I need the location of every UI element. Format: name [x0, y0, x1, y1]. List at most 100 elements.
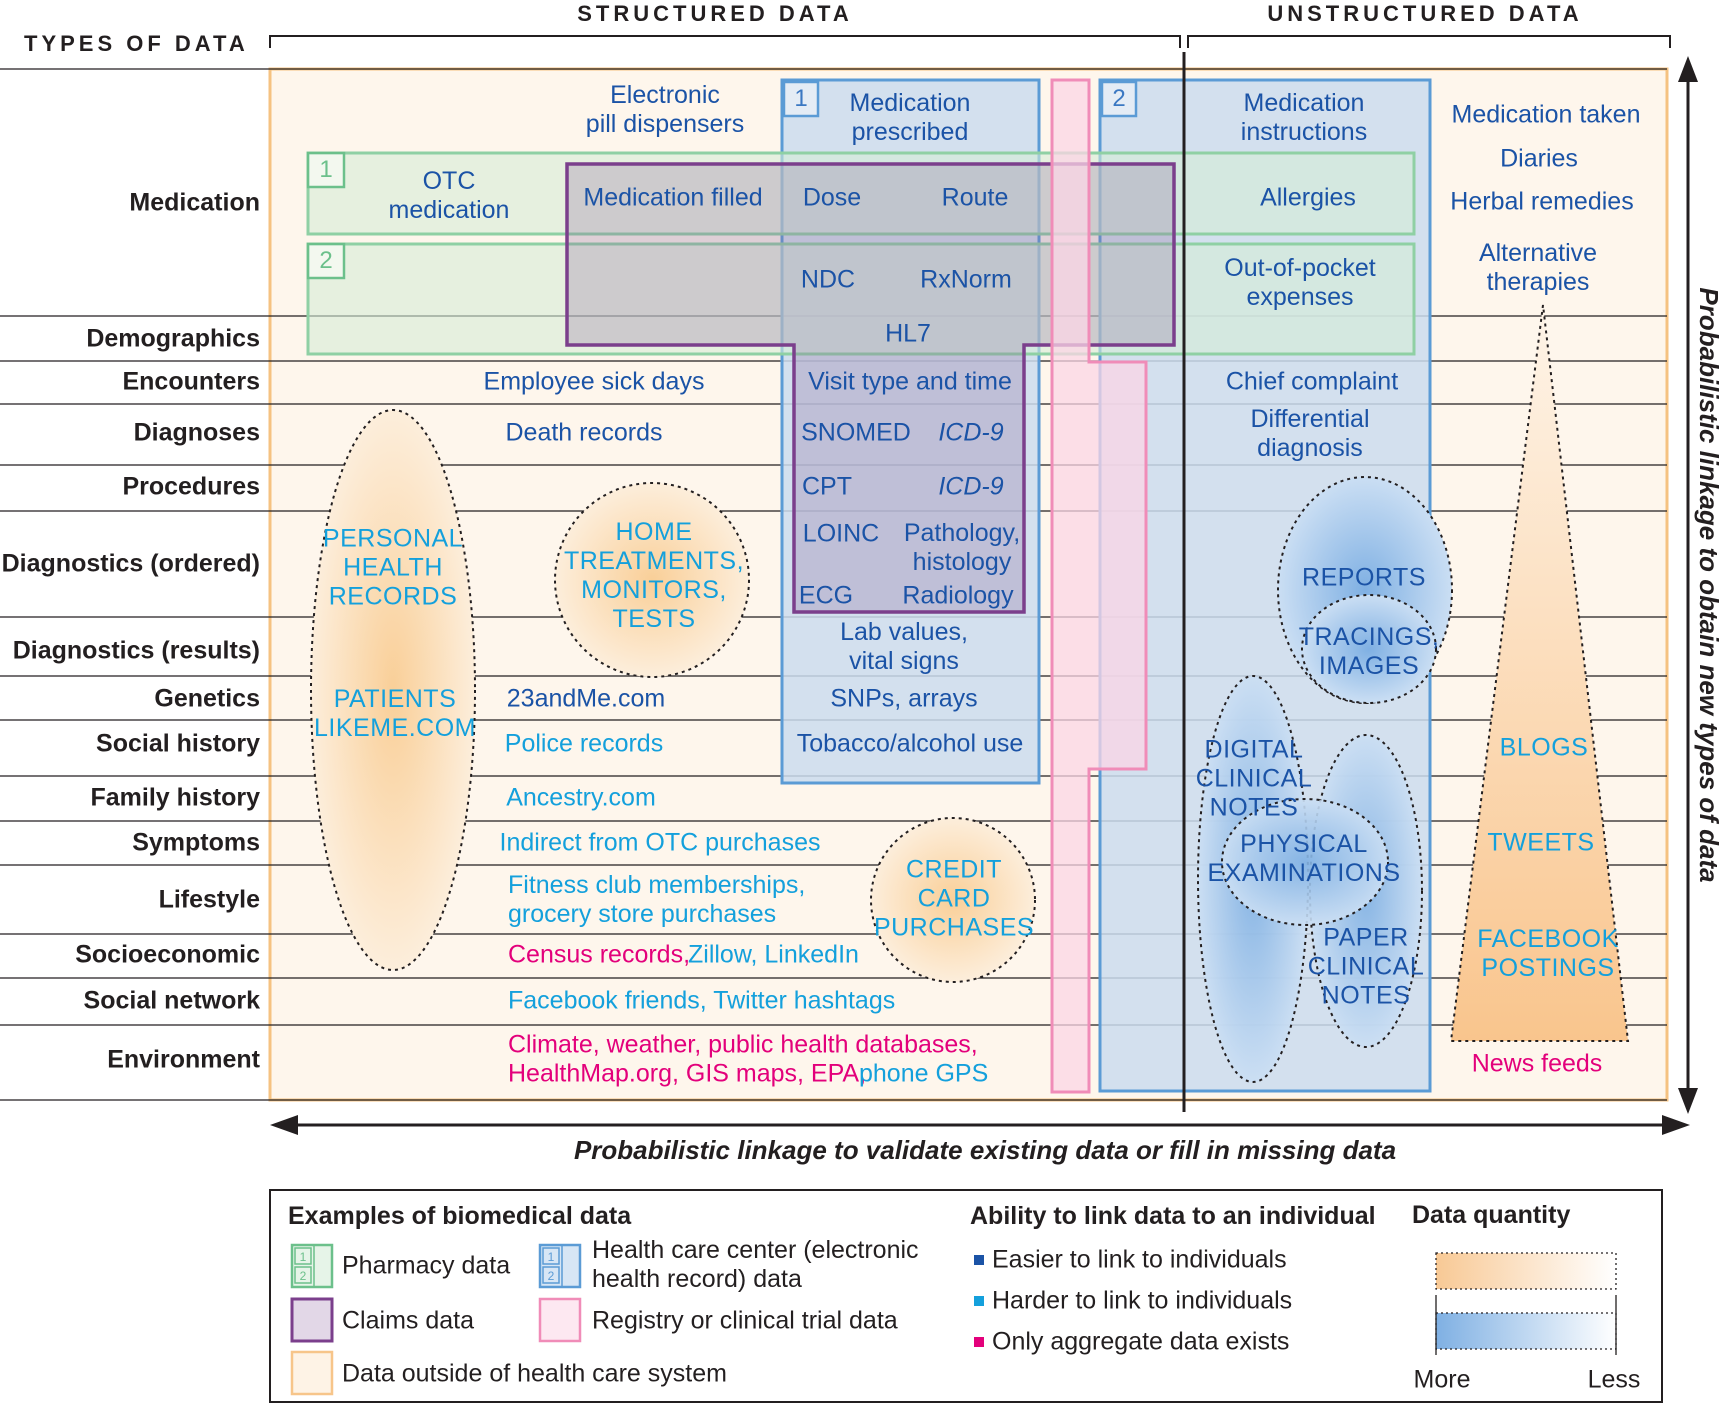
legend-harder-label: Harder to link to individuals — [992, 1286, 1293, 1315]
cell-snomed: SNOMED — [801, 418, 911, 447]
ehr-tag-1 — [782, 80, 820, 118]
cell-home-treatments: HOME TREATMENTS, MONITORS, TESTS — [563, 518, 745, 633]
cell-paper-notes: PAPER CLINICAL NOTES — [1307, 923, 1425, 1010]
types-of-data-header: TYPES OF DATA — [24, 31, 249, 56]
credit-card-circle — [870, 817, 1036, 983]
cell-medication-taken: Medication taken — [1451, 100, 1641, 129]
cell-indirect-otc: Indirect from OTC purchases — [499, 828, 821, 857]
cell-employee-sick-days: Employee sick days — [483, 367, 705, 396]
svg-text:1: 1 — [548, 1250, 555, 1264]
row-label-diagnostics-results: Diagnostics (results) — [12, 636, 260, 665]
social-media-triangle — [1449, 304, 1630, 1042]
cell-death-records: Death records — [505, 418, 663, 447]
cell-radiology: Radiology — [902, 581, 1014, 610]
cell-physical-exams: PHYSICAL EXAMINATIONS — [1207, 830, 1401, 887]
cell-ecg: ECG — [798, 581, 854, 610]
horizontal-axis-arrow — [270, 1115, 1690, 1135]
legend-less-label: Less — [1587, 1365, 1641, 1394]
pharmacy-tag-2 — [306, 242, 346, 280]
cell-snps: SNPs, arrays — [830, 684, 978, 713]
ehr-box-1-number: 1 — [794, 85, 808, 113]
cell-facebook-postings: FACEBOOK POSTINGS — [1477, 925, 1619, 982]
cell-facebook-friends: Facebook friends, Twitter hashtags — [508, 986, 896, 1015]
row-label-socioeconomic: Socioeconomic — [75, 940, 260, 969]
legend-outside-label: Data outside of health care system — [342, 1359, 727, 1388]
pharmacy-box-2-number: 2 — [319, 247, 333, 275]
row-label-social-network: Social network — [83, 986, 260, 1015]
row-label-lifestyle: Lifestyle — [158, 885, 260, 914]
pharmacy-tag-1 — [306, 151, 346, 189]
row-label-diagnostics-ordered: Diagnostics (ordered) — [1, 549, 260, 578]
legend-easier-marker — [974, 1255, 984, 1265]
pharmacy-box-2 — [306, 242, 1416, 356]
cell-rxnorm: RxNorm — [920, 265, 1012, 294]
cell-hl7: HL7 — [885, 319, 931, 348]
cell-personal-health-records: PERSONAL HEALTH RECORDS — [322, 524, 464, 611]
cell-census: Census records, — [508, 940, 691, 969]
header-brackets — [269, 35, 1671, 48]
row-label-procedures: Procedures — [122, 472, 260, 501]
legend-quantity-blue-bar — [1435, 1312, 1617, 1350]
cell-out-of-pocket: Out-of-pocket expenses — [1224, 254, 1376, 311]
legend-pharmacy-swatch: 1 2 — [290, 1243, 334, 1289]
horizontal-axis-label: Probabilistic linkage to validate existi… — [573, 1134, 1397, 1165]
cell-tweets: TWEETS — [1487, 828, 1595, 857]
cell-medication-filled: Medication filled — [583, 183, 763, 212]
vertical-axis-arrow — [1678, 56, 1698, 1114]
legend-examples-title: Examples of biomedical data — [288, 1202, 632, 1230]
legend-claims-swatch — [290, 1297, 334, 1343]
cell-climate-line2a: HealthMap.org, GIS maps, EPA, — [508, 1059, 867, 1088]
cell-climate-line2b: phone GPS — [859, 1059, 989, 1088]
claims-area — [565, 162, 1176, 614]
row-label-diagnoses: Diagnoses — [133, 418, 260, 447]
cell-digital-notes: DIGITAL CLINICAL NOTES — [1195, 735, 1313, 822]
tracings-ellipse — [1301, 594, 1437, 704]
legend-outside-swatch — [290, 1350, 334, 1396]
cell-ndc: NDC — [800, 265, 856, 294]
svg-text:2: 2 — [300, 1269, 307, 1283]
cell-23andme: 23andMe.com — [506, 684, 666, 713]
cell-credit-card: CREDIT CARD PURCHASES — [873, 855, 1035, 942]
registry-area — [1050, 78, 1148, 1094]
pharmacy-box-1-number: 1 — [319, 156, 333, 184]
cell-diaries: Diaries — [1500, 144, 1578, 173]
legend-easier-label: Easier to link to individuals — [992, 1245, 1287, 1274]
legend-quantity-orange-bar — [1435, 1252, 1617, 1290]
cell-cpt: CPT — [802, 472, 852, 501]
personal-health-records-ellipse — [310, 409, 476, 971]
svg-text:2: 2 — [548, 1269, 555, 1283]
cell-patientslikeme: PATIENTS LIKEME.COM — [314, 685, 476, 742]
cell-pill-dispensers: Electronic pill dispensers — [585, 81, 745, 138]
cell-pathology: Pathology, histology — [903, 519, 1021, 576]
cell-dose: Dose — [802, 183, 862, 212]
legend-frame — [269, 1189, 1663, 1403]
cell-fitness: Fitness club memberships, grocery store … — [508, 871, 806, 928]
legend-aggregate-marker — [974, 1337, 984, 1347]
cell-route: Route — [941, 183, 1009, 212]
cell-medication-instructions: Medication instructions — [1240, 89, 1368, 146]
cell-differential-diagnosis: Differential diagnosis — [1250, 405, 1370, 462]
structured-data-header: STRUCTURED DATA — [577, 1, 853, 26]
cell-otc-medication: OTC medication — [388, 167, 510, 224]
cell-climate-line1: Climate, weather, public health database… — [508, 1030, 978, 1059]
cell-chief-complaint: Chief complaint — [1225, 367, 1399, 396]
row-label-symptoms: Symptoms — [132, 828, 260, 857]
legend-aggregate-label: Only aggregate data exists — [992, 1327, 1290, 1356]
cell-blogs: BLOGS — [1499, 733, 1589, 762]
cell-medication-prescribed: Medication prescribed — [849, 89, 971, 146]
cell-herbal-remedies: Herbal remedies — [1450, 187, 1634, 216]
cell-icd9-diagnoses: ICD-9 — [938, 418, 1004, 447]
row-label-medication: Medication — [129, 188, 260, 217]
cell-loinc: LOINC — [802, 519, 880, 548]
legend-claims-label: Claims data — [342, 1306, 474, 1335]
cell-zillow: Zillow, LinkedIn — [688, 940, 859, 969]
svg-text:1: 1 — [300, 1250, 307, 1264]
cell-visit-type-time: Visit type and time — [808, 367, 1012, 396]
cell-alternative-therapies: Alternative therapies — [1478, 239, 1598, 296]
row-label-social-history: Social history — [96, 729, 260, 758]
vertical-axis-label: Probabilistic linkage to obtain new type… — [1694, 287, 1725, 883]
cell-ancestry: Ancestry.com — [506, 783, 656, 812]
legend-registry-label: Registry or clinical trial data — [592, 1306, 898, 1335]
cell-lab-values: Lab values, vital signs — [840, 618, 968, 675]
